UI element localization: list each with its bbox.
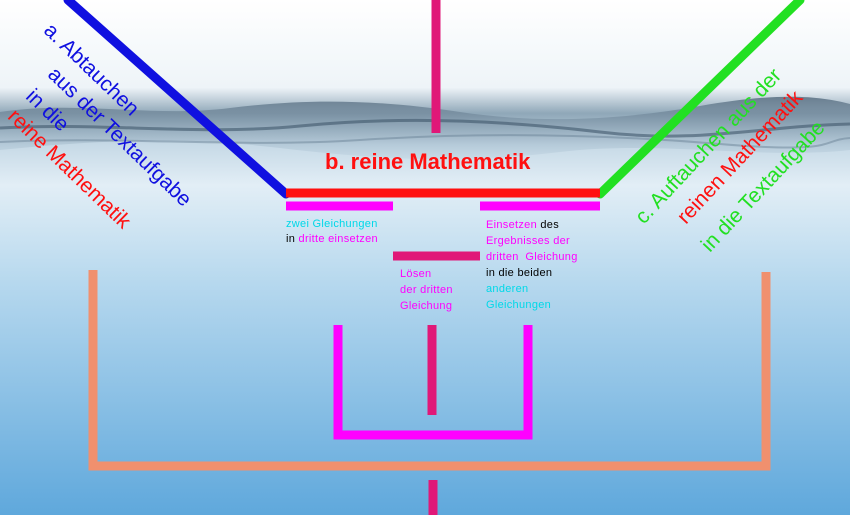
substep-left-text: zwei Gleichungen in dritte einsetzen	[286, 217, 378, 247]
substep-middle-line-1: Lösen	[400, 268, 432, 280]
substep-middle-line-2: der dritten	[400, 284, 453, 296]
wave-ripple-2	[0, 134, 850, 149]
substep-right-line-5: anderen	[486, 283, 529, 295]
step-b-title: b. reine Mathematik	[325, 149, 531, 174]
substep-right-text: Einsetzen des Ergebnisses der dritten Gl…	[486, 217, 578, 313]
substep-right-line-4: in die beiden	[486, 267, 553, 279]
substep-left-in: in	[286, 233, 296, 245]
substep-middle-line-3: Gleichung	[400, 300, 453, 312]
substep-middle-text: Lösen der dritten Gleichung	[400, 266, 453, 314]
substep-right-einsetzen: Einsetzen	[486, 219, 538, 231]
descent-line	[63, 0, 291, 199]
ascent-line	[595, 0, 805, 199]
substep-right-line-1: Einsetzen des	[486, 217, 578, 233]
substep-right-des: des	[540, 219, 560, 231]
wave-band	[0, 96, 850, 160]
inner-basin	[333, 325, 533, 440]
substep-right-line-2: Ergebnisses der	[486, 235, 570, 247]
substep-left-line-1: zwei Gleichungen	[286, 218, 378, 230]
substep-left-rest: dritte einsetzen	[298, 233, 378, 245]
substep-right-line-6: Gleichungen	[486, 299, 552, 311]
substep-right-line-3: dritten Gleichung	[486, 251, 578, 263]
substep-left-line-2: in dritte einsetzen	[286, 232, 378, 247]
outer-basin	[88, 270, 771, 471]
